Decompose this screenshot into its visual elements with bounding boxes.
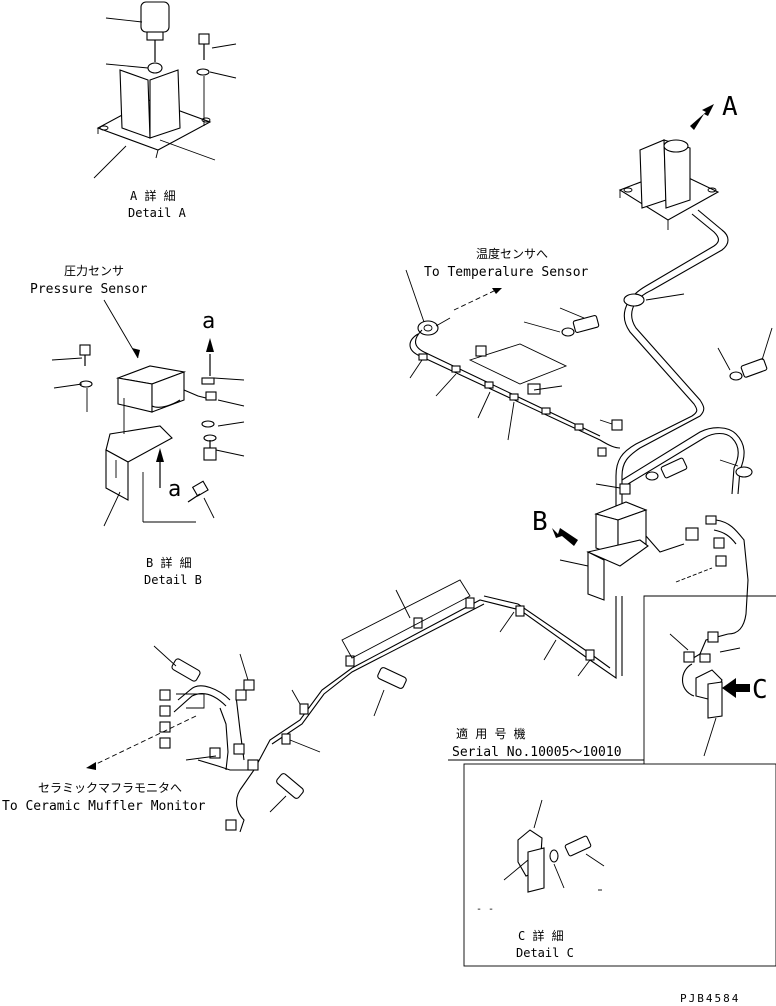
- section-a-bottom-label: a: [168, 477, 181, 502]
- view-a-arrow-icon: [690, 104, 714, 130]
- detail-c-frame: [463, 763, 776, 967]
- detail-c-title-en: Detail C: [516, 946, 574, 960]
- view-c-letter: C: [752, 675, 768, 705]
- detail-a-title-en: Detail A: [128, 206, 187, 220]
- detail-b-title-en: Detail B: [144, 573, 202, 587]
- temp-sensor-dashed-arrow-icon: [453, 289, 497, 311]
- serial-title-jp: 適 用 号 機: [456, 726, 526, 741]
- temp-sensor-en: To Temperalure Sensor: [424, 265, 589, 280]
- view-a-letter: A: [722, 92, 738, 122]
- muffler-monitor-en: To Ceramic Muffler Monitor: [2, 799, 206, 814]
- pressure-sensor-jp: 圧力センサ: [64, 264, 124, 278]
- detail-a-drawing: [93, 1, 237, 179]
- lower-harness: [153, 579, 623, 833]
- detail-c-drawing: [503, 799, 605, 893]
- detail-b-drawing: [51, 344, 245, 527]
- muffler-monitor-jp: セラミックマフラモニタへ: [38, 781, 182, 795]
- view-b-letter: B: [532, 507, 548, 537]
- detail-a-title-jp: A 詳 細: [130, 188, 176, 203]
- temp-sensor-jp: 温度センサへ: [476, 246, 548, 261]
- section-a-top-label: a: [202, 309, 215, 334]
- section-a-top-arrow-icon: [206, 338, 214, 352]
- view-b-arrow-icon: [552, 528, 578, 546]
- detail-c-dash-marks: - -: [476, 904, 494, 915]
- view-b-box: [559, 501, 749, 635]
- upper-harness: [405, 269, 621, 457]
- serial-range: Serial No.10005～10010: [452, 745, 622, 760]
- detail-c-callout: [643, 595, 776, 764]
- main-tube: [595, 209, 773, 508]
- view-a-bracket: [618, 139, 720, 230]
- detail-b-title-jp: B 詳 細: [146, 555, 192, 570]
- section-a-bottom-arrow-icon: [156, 448, 164, 462]
- document-code: PJB4584: [680, 992, 740, 1005]
- pressure-sensor-en: Pressure Sensor: [30, 282, 148, 297]
- muffler-dashed-arrow-icon: [91, 715, 197, 767]
- detail-c-title-jp: C 詳 細: [518, 928, 564, 943]
- view-c-arrow-icon: [722, 678, 750, 698]
